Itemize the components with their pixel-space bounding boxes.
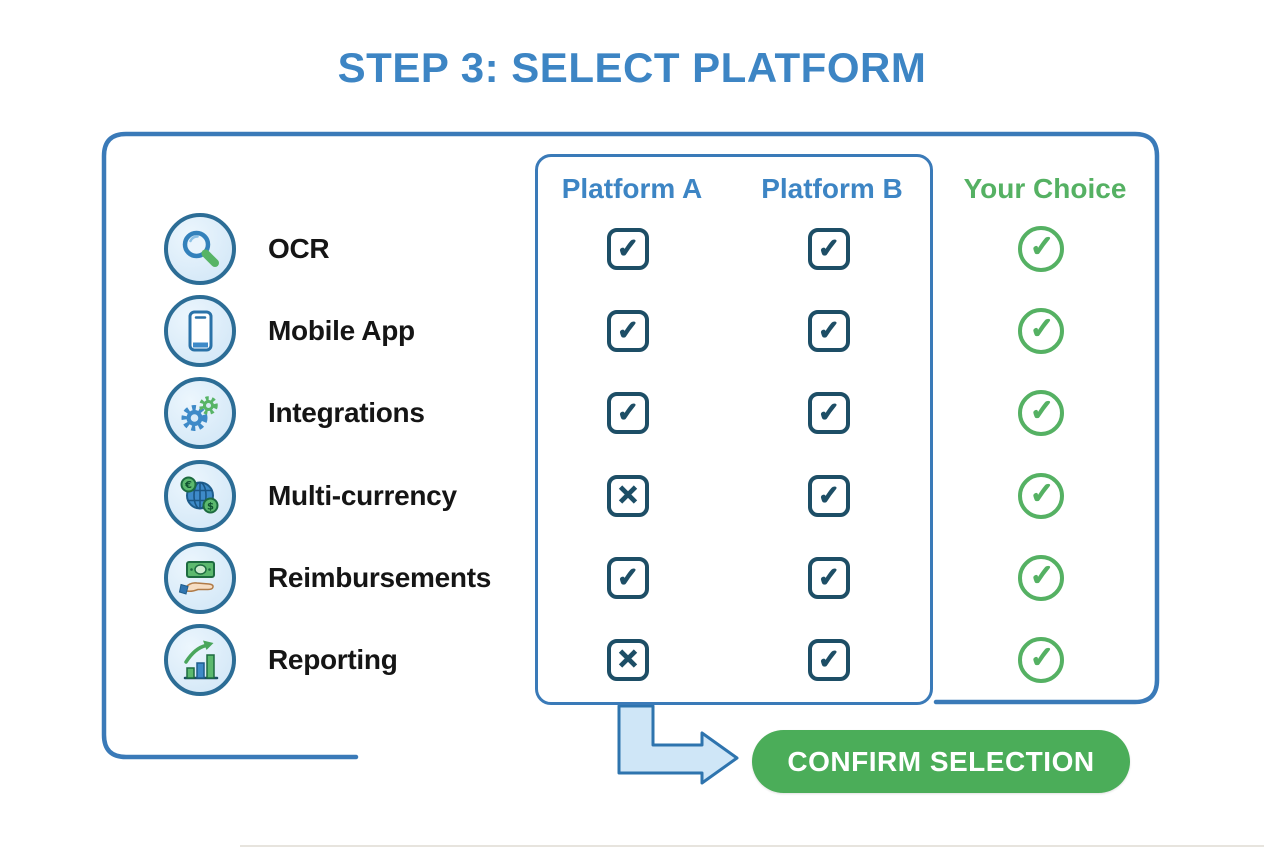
check-mark: ✓ bbox=[1029, 641, 1055, 674]
check-mark: ✓ bbox=[817, 562, 841, 592]
platform-b-checkbox[interactable]: ✓ bbox=[808, 310, 850, 352]
feature-label: Reimbursements bbox=[268, 562, 491, 593]
your-choice-indicator: ✓ bbox=[1018, 555, 1064, 601]
check-mark: ✓ bbox=[1029, 312, 1055, 345]
money-hand-icon bbox=[164, 542, 236, 614]
platform-b-checkbox[interactable]: ✓ bbox=[808, 557, 850, 599]
feature-row: Reporting ✕ ✓ ✓ bbox=[0, 619, 1264, 701]
gears-icon bbox=[164, 377, 236, 449]
column-header-your-choice: Your Choice bbox=[963, 173, 1127, 204]
check-mark: ✓ bbox=[616, 562, 640, 592]
cross-mark: ✕ bbox=[616, 644, 640, 674]
platform-a-checkbox[interactable]: ✓ bbox=[607, 228, 649, 270]
smartphone-icon bbox=[164, 295, 236, 367]
check-mark: ✓ bbox=[616, 315, 640, 345]
platform-b-checkbox[interactable]: ✓ bbox=[808, 228, 850, 270]
comparison-outer-frame bbox=[101, 131, 1160, 760]
svg-text:€: € bbox=[184, 480, 192, 491]
feature-row: Reimbursements ✓ ✓ ✓ bbox=[0, 537, 1264, 619]
platform-b-checkbox[interactable]: ✓ bbox=[808, 639, 850, 681]
feature-row: Integrations ✓ ✓ ✓ bbox=[0, 372, 1264, 454]
magnifier-icon bbox=[164, 213, 236, 285]
confirm-arrow-icon bbox=[617, 704, 739, 785]
your-choice-indicator: ✓ bbox=[1018, 390, 1064, 436]
feature-label: Mobile App bbox=[268, 315, 415, 346]
your-choice-indicator: ✓ bbox=[1018, 308, 1064, 354]
check-mark: ✓ bbox=[616, 233, 640, 263]
check-mark: ✓ bbox=[1029, 559, 1055, 592]
check-mark: ✓ bbox=[817, 233, 841, 263]
feature-row: OCR ✓ ✓ ✓ bbox=[0, 208, 1264, 290]
check-mark: ✓ bbox=[1029, 477, 1055, 510]
bottom-crop-artifact bbox=[240, 845, 1264, 847]
bar-chart-icon bbox=[164, 624, 236, 696]
platforms-panel bbox=[535, 154, 933, 705]
your-choice-indicator: ✓ bbox=[1018, 226, 1064, 272]
check-mark: ✓ bbox=[817, 480, 841, 510]
platform-a-checkbox[interactable]: ✓ bbox=[607, 557, 649, 599]
column-header-platform-a: Platform A bbox=[561, 173, 703, 204]
check-mark: ✓ bbox=[1029, 394, 1055, 427]
platform-b-checkbox[interactable]: ✓ bbox=[808, 475, 850, 517]
check-mark: ✓ bbox=[817, 397, 841, 427]
feature-label: Multi-currency bbox=[268, 480, 457, 511]
platform-b-checkbox[interactable]: ✓ bbox=[808, 392, 850, 434]
confirm-selection-button[interactable]: CONFIRM SELECTION bbox=[752, 730, 1130, 793]
page-title: STEP 3: SELECT PLATFORM bbox=[337, 44, 927, 91]
cross-mark: ✕ bbox=[616, 480, 640, 510]
platform-a-checkbox[interactable]: ✓ bbox=[607, 310, 649, 352]
svg-text:$: $ bbox=[207, 502, 214, 513]
check-mark: ✓ bbox=[817, 644, 841, 674]
your-choice-indicator: ✓ bbox=[1018, 637, 1064, 683]
platform-a-checkbox[interactable]: ✕ bbox=[607, 639, 649, 681]
check-mark: ✓ bbox=[1029, 230, 1055, 263]
feature-row: € $ Multi-currency ✕ ✓ ✓ bbox=[0, 455, 1264, 537]
platform-a-checkbox[interactable]: ✕ bbox=[607, 475, 649, 517]
your-choice-indicator: ✓ bbox=[1018, 473, 1064, 519]
column-header-platform-b: Platform B bbox=[761, 173, 903, 204]
feature-label: OCR bbox=[268, 233, 330, 264]
feature-row: Mobile App ✓ ✓ ✓ bbox=[0, 290, 1264, 372]
feature-label: Integrations bbox=[268, 397, 425, 428]
check-mark: ✓ bbox=[817, 315, 841, 345]
globe-currency-icon: € $ bbox=[164, 460, 236, 532]
feature-label: Reporting bbox=[268, 644, 398, 675]
check-mark: ✓ bbox=[616, 397, 640, 427]
platform-a-checkbox[interactable]: ✓ bbox=[607, 392, 649, 434]
